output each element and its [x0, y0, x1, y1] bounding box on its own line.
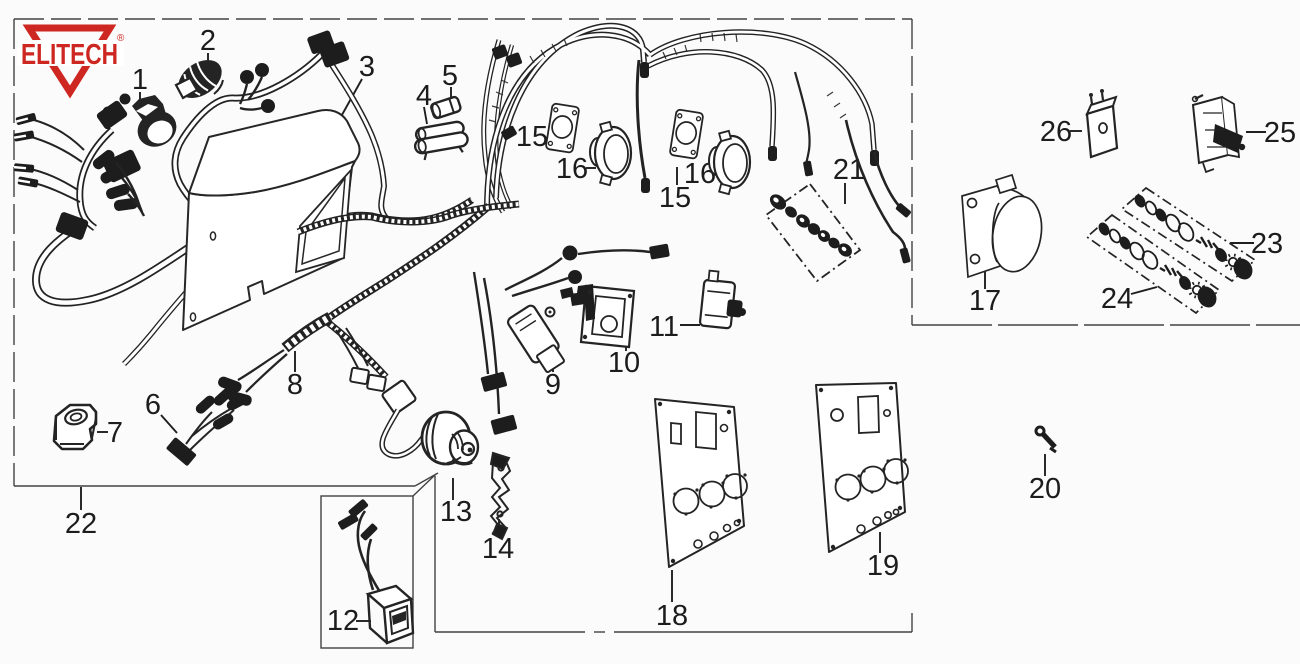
svg-text:ELITECH: ELITECH: [21, 39, 118, 71]
svg-text:2: 2: [200, 25, 216, 57]
svg-text:21: 21: [833, 154, 865, 186]
svg-text:3: 3: [359, 51, 375, 83]
svg-text:24: 24: [1101, 283, 1133, 315]
svg-text:22: 22: [65, 508, 97, 540]
svg-text:11: 11: [649, 311, 679, 343]
svg-text:13: 13: [440, 496, 472, 528]
svg-text:4: 4: [416, 80, 432, 112]
svg-text:10: 10: [608, 347, 640, 379]
svg-text:14: 14: [482, 533, 514, 565]
svg-text:7: 7: [107, 417, 123, 449]
svg-text:26: 26: [1040, 116, 1072, 148]
svg-text:12: 12: [327, 605, 359, 637]
svg-text:1: 1: [132, 64, 148, 96]
svg-text:15: 15: [659, 182, 691, 214]
svg-text:8: 8: [287, 369, 303, 401]
svg-text:5: 5: [442, 60, 458, 92]
svg-text:23: 23: [1251, 228, 1283, 260]
svg-text:20: 20: [1029, 473, 1061, 505]
svg-text:16: 16: [556, 153, 588, 185]
svg-text:6: 6: [145, 389, 161, 421]
svg-text:9: 9: [545, 369, 561, 401]
svg-text:®: ®: [117, 33, 125, 44]
svg-text:18: 18: [656, 600, 688, 632]
svg-text:17: 17: [969, 285, 1001, 317]
svg-text:19: 19: [867, 550, 899, 582]
svg-text:25: 25: [1264, 117, 1296, 149]
svg-text:15: 15: [516, 121, 548, 153]
